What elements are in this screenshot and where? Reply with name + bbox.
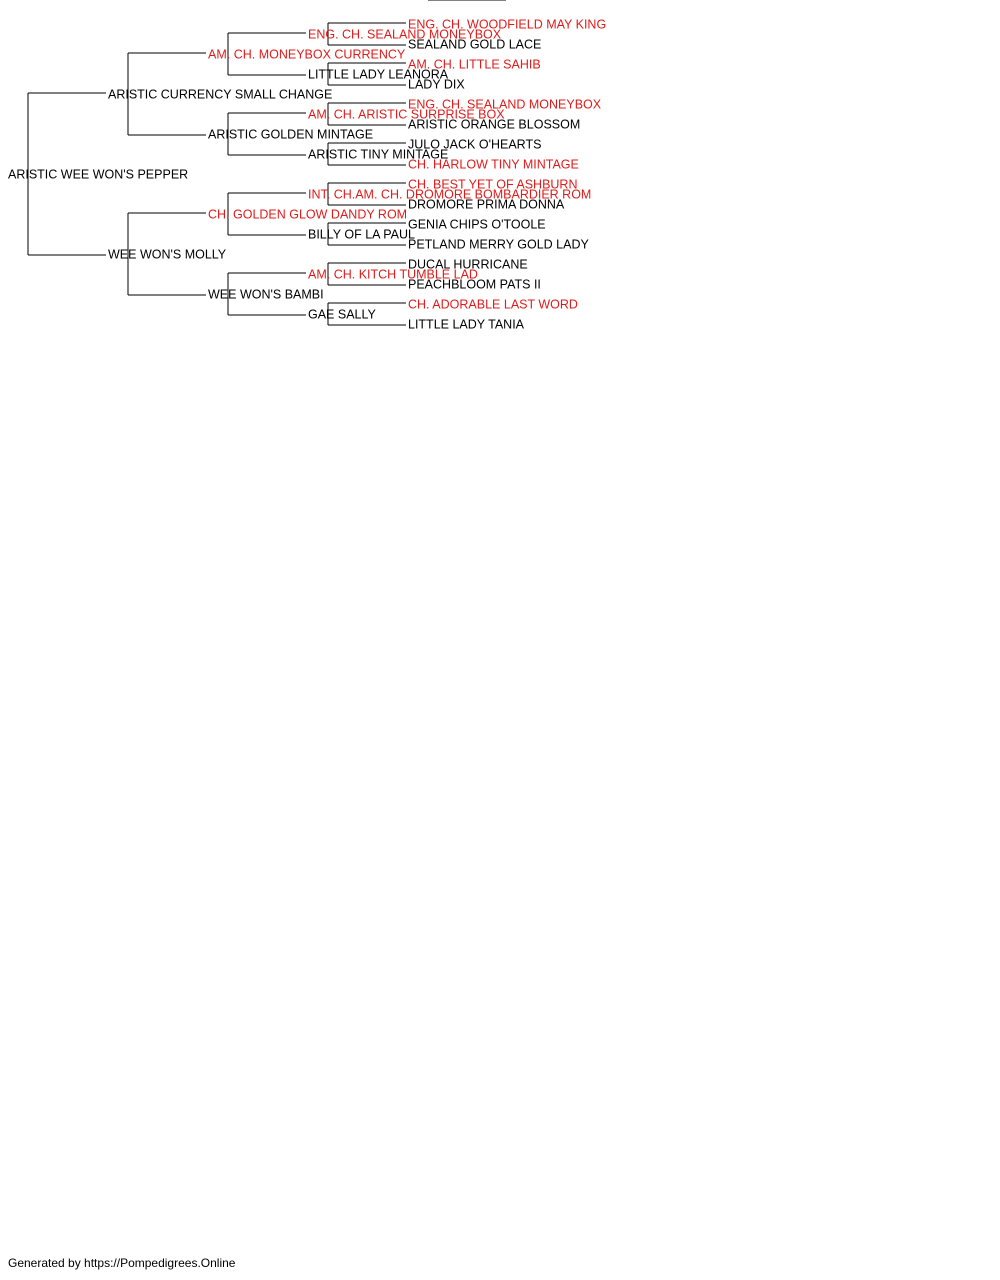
sire-name-genundefined[interactable]: JULO RAJAH bbox=[0, 0, 76, 3]
dam-name-gen4[interactable]: LITTLE LADY TANIA bbox=[408, 318, 525, 332]
dam-name-gen4[interactable]: LADY DIX bbox=[408, 78, 465, 92]
dam-name-genundefined[interactable]: ASHBURN PEGGY R bbox=[0, 0, 121, 3]
sire-name-gen4[interactable]: DUCAL HURRICANE bbox=[408, 258, 528, 272]
dam-name-genundefined[interactable]: MAGRATHSTONE TWINKLE bbox=[0, 0, 163, 3]
sire-name-genundefined[interactable]: CAN. CH. OFLEDA GOLDACRE bbox=[0, 0, 181, 3]
pedigree-names: ARISTIC WEE WON'S PEPPER ARISTIC CURRENCY… bbox=[0, 0, 606, 332]
sire-name-genundefined[interactable]: ENG. CH. SEALAND CAREER bbox=[0, 0, 173, 3]
dam-name-genundefined[interactable]: DROMORE BETSY bbox=[0, 0, 110, 3]
dam-name-genundefined[interactable]: HARLOW JENNY LEE bbox=[0, 0, 126, 3]
sire-name-gen4[interactable]: GENIA CHIPS O'TOOLE bbox=[408, 218, 546, 232]
dam-name-genundefined[interactable]: JULO JOY GIRL bbox=[0, 0, 92, 3]
sire-name-gen2[interactable]: AM. CH. MONEYBOX CURRENCY bbox=[208, 48, 406, 62]
dam-name-gen4[interactable]: PETLAND MERRY GOLD LADY bbox=[408, 238, 590, 252]
sire-name-genundefined[interactable]: LINDY IDEAL bbox=[0, 0, 76, 3]
sire-name-gen4[interactable]: CH. BEST YET OF ASHBURN bbox=[408, 178, 578, 192]
sire-name-gen3[interactable]: INT. CH.AM. CH. DROMORE BOMBARDIER ROM bbox=[308, 188, 591, 202]
dam-name-gen1[interactable]: WEE WON'S MOLLY bbox=[108, 248, 227, 262]
dam-name-genundefined[interactable]: JULO LITTLE TOPSY bbox=[0, 0, 122, 3]
sire-name-genundefined[interactable]: JULO CHALLENGE bbox=[0, 0, 111, 3]
dam-name-genundefined[interactable]: SEALAND GOLD LACE bbox=[0, 0, 133, 3]
dam-name-genundefined[interactable]: PEACHBLOOM PATS bbox=[0, 0, 122, 3]
dam-name-gen4[interactable]: SEALAND GOLD LACE bbox=[408, 38, 541, 52]
dam-name-genundefined[interactable]: AM. CH. LITTLE RAJAH'S PEARL bbox=[0, 0, 191, 3]
dam-name-genundefined[interactable]: WAYNFLETE CORAL bbox=[0, 0, 122, 3]
sire-name-gen3[interactable]: AM. CH. KITCH TUMBLE LAD bbox=[308, 268, 478, 282]
sire-name-genundefined[interactable]: RADIANT UNEXPECTED bbox=[0, 0, 144, 3]
sire-name-gen4[interactable]: ENG. CH. SEALAND MONEYBOX bbox=[408, 98, 602, 112]
sire-name-genundefined[interactable]: DROMORE GOLD CHARM bbox=[0, 0, 153, 3]
sire-name-genundefined[interactable]: CH. KELVIN BRILLIANT bbox=[0, 0, 136, 3]
sire-name-gen4[interactable]: JULO JACK O'HEARTS bbox=[408, 138, 541, 152]
sire-name-genundefined[interactable]: MAGRATHSTONE SURPRISE bbox=[0, 0, 172, 3]
sire-name-genundefined[interactable]: ENG. CH. WOODFIELD MAY KING bbox=[0, 0, 198, 3]
sire-name-genundefined[interactable]: SABLE MEMENTO bbox=[0, 0, 108, 3]
sire-name-gen4[interactable]: AM. CH. LITTLE SAHIB bbox=[408, 58, 541, 72]
sire-name-gen4[interactable]: ENG. CH. WOODFIELD MAY KING bbox=[408, 18, 606, 32]
sire-name-genundefined[interactable]: CH. NORTHWAY BRILLIANT OF ASHBURN bbox=[0, 0, 247, 3]
dam-name-gen3[interactable]: GAE SALLY bbox=[308, 308, 377, 322]
dam-name-gen4[interactable]: DROMORE PRIMA DONNA bbox=[408, 198, 565, 212]
dam-name-gen3[interactable]: BILLY OF LA PAUL bbox=[308, 228, 415, 242]
subject-name-gen0[interactable]: ARISTIC WEE WON'S PEPPER bbox=[8, 168, 188, 182]
dam-name-gen3[interactable]: LITTLE LADY LEANORA bbox=[308, 68, 449, 82]
dam-name-genundefined[interactable]: DUCAL MERRY DAWN bbox=[0, 0, 131, 3]
sire-name-gen4[interactable]: CH. ADORABLE LAST WORD bbox=[408, 298, 578, 312]
dam-name-genundefined[interactable]: RADIANT JOY bbox=[0, 0, 83, 3]
dam-name-genundefined[interactable]: LITTLE GOLD LADY OF LU-OAKS bbox=[0, 0, 195, 3]
pedigree-connectors bbox=[27, 0, 506, 326]
dam-name-gen2[interactable]: ARISTIC GOLDEN MINTAGE bbox=[208, 128, 373, 142]
sire-name-genundefined[interactable]: RADIANT TINY MEMENTO III bbox=[0, 0, 167, 3]
dam-name-genundefined[interactable]: MY LITTLE SABLE BEAUTY bbox=[0, 0, 161, 3]
sire-name-gen1[interactable]: ARISTIC CURRENCY SMALL CHANGE bbox=[108, 88, 332, 102]
dam-name-gen4[interactable]: ARISTIC ORANGE BLOSSOM bbox=[408, 118, 580, 132]
dam-name-gen3[interactable]: ARISTIC TINY MINTAGE bbox=[308, 148, 448, 162]
sire-name-gen2[interactable]: CH. GOLDEN GLOW DANDY ROM bbox=[208, 208, 407, 222]
dam-name-gen4[interactable]: CH. HARLOW TINY MINTAGE bbox=[408, 158, 579, 172]
sire-name-gen3[interactable]: ENG. CH. SEALAND MONEYBOX bbox=[308, 28, 502, 42]
sire-name-genundefined[interactable]: WOODFIELD DIAMOND KING bbox=[0, 0, 172, 3]
dam-name-genundefined[interactable]: LITTLE LADY LEANORA bbox=[0, 0, 141, 3]
dam-name-genundefined[interactable]: OFLEDA DAINTINESS bbox=[0, 0, 128, 3]
sire-name-genundefined[interactable]: RED RUSTY O'TOOLE bbox=[0, 0, 130, 3]
sire-name-gen3[interactable]: AM. CH. ARISTIC SURPRISE BOX bbox=[308, 108, 505, 122]
generated-by-footer: Generated by https://Pompedigrees.Online bbox=[8, 1256, 236, 1270]
sire-name-genundefined[interactable]: ENG. CH. SEALAND CAREER bbox=[0, 0, 173, 3]
dam-name-gen2[interactable]: WEE WON'S BAMBI bbox=[208, 288, 324, 302]
dam-name-gen4[interactable]: PEACHBLOOM PATS II bbox=[408, 278, 541, 292]
